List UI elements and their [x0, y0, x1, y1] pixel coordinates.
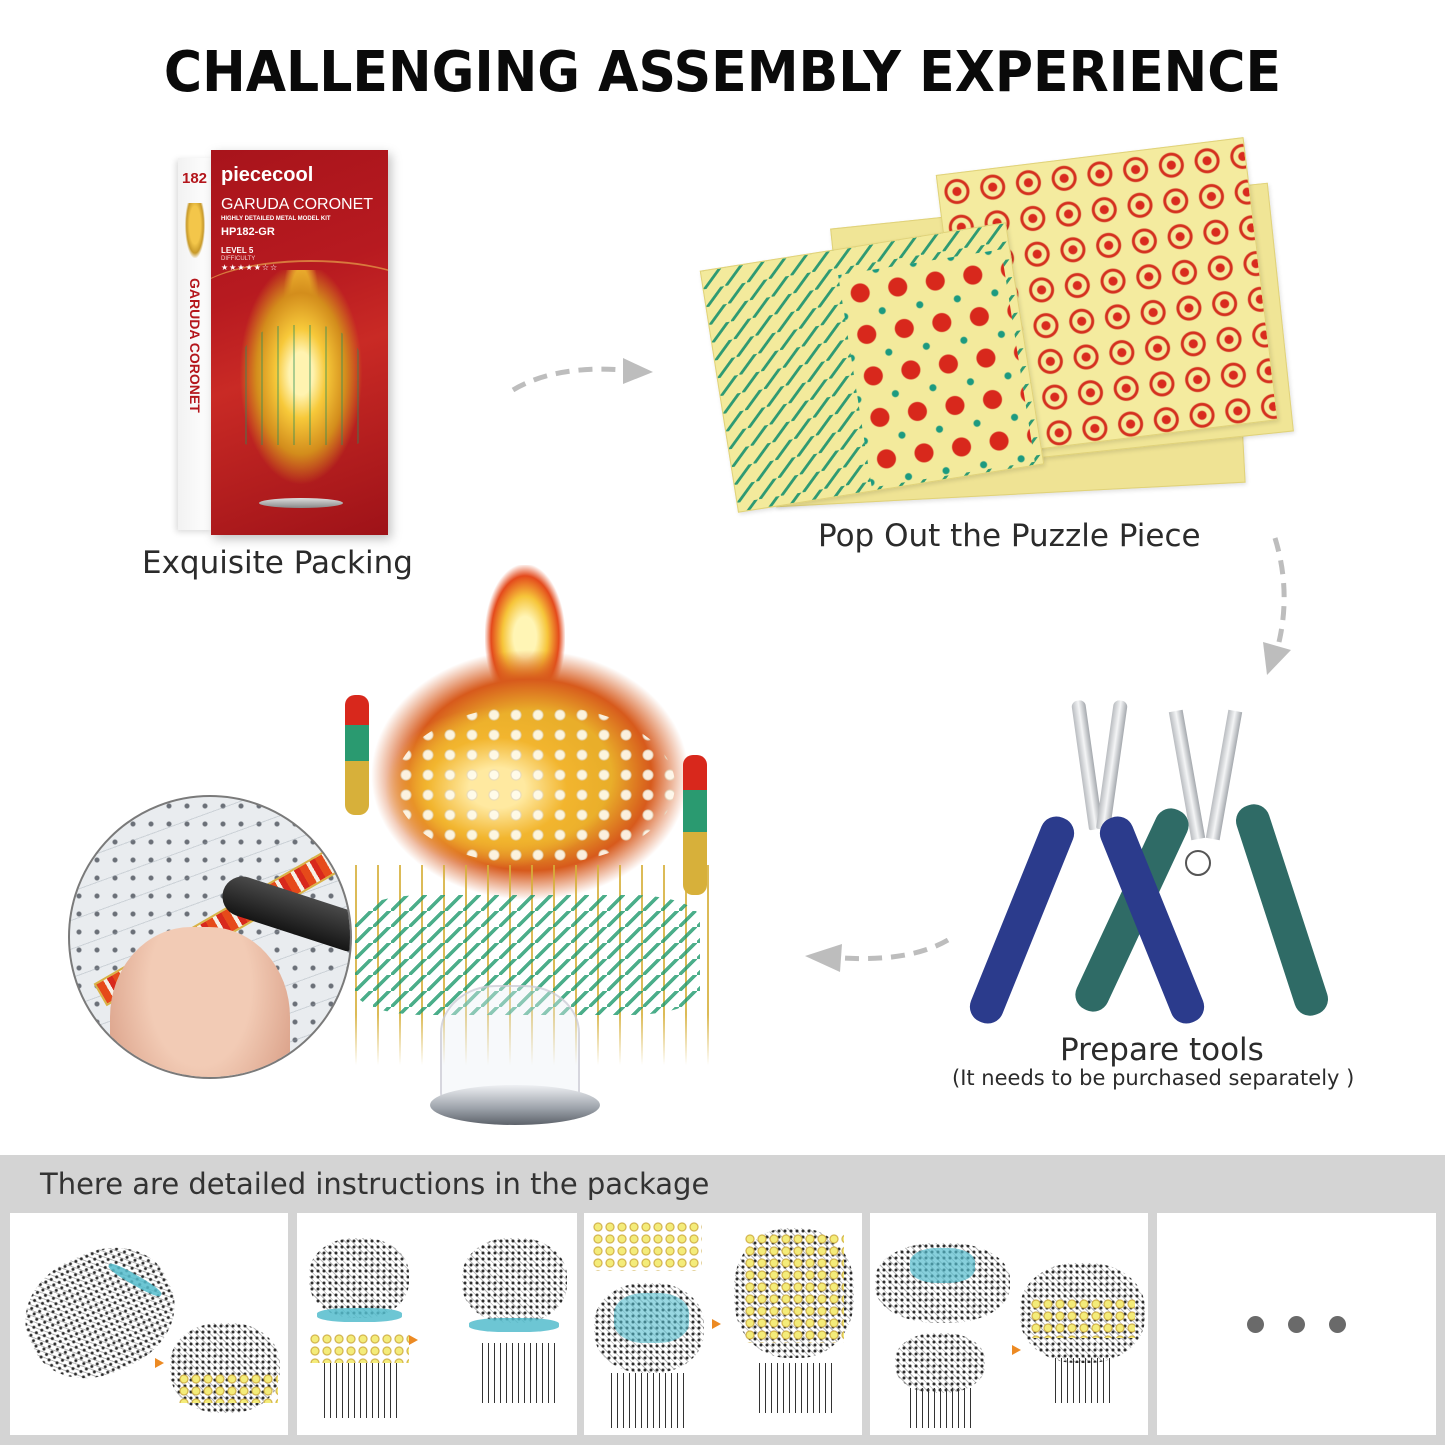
step-arrow-icon: [409, 1335, 418, 1345]
caption-exquisite-packing: Exquisite Packing: [142, 545, 413, 581]
ellipsis-icon: [1157, 1213, 1436, 1435]
diagram-fringe: [905, 1388, 975, 1428]
instructions-section: There are detailed instructions in the p…: [0, 1155, 1445, 1445]
spine-title-text: GARUDA CORONET: [187, 278, 203, 413]
step-arrow-icon: [712, 1319, 721, 1329]
green-cutter-handle: [1231, 800, 1333, 1020]
cutter-spring: [1185, 850, 1211, 876]
instruction-panel-2: [297, 1213, 577, 1435]
diagram-fringe: [477, 1343, 557, 1403]
box-product-name: GARUDA CORONET: [221, 196, 374, 213]
box-model-stand: [259, 498, 343, 508]
product-box-image: 182 GARUDA CORONET piececool GARUDA CORO…: [178, 150, 388, 535]
instruction-panel-3: [584, 1213, 862, 1435]
diagram-pearls: [1030, 1298, 1135, 1338]
instructions-heading: There are detailed instructions in the p…: [40, 1167, 710, 1201]
instruction-panel-more: [1157, 1213, 1436, 1435]
spine-model-thumbnail: [185, 203, 205, 258]
diagram-part-assembled: [462, 1238, 567, 1323]
box-subtitle: HIGHLY DETAILED METAL MODEL KIT: [221, 216, 331, 222]
diagram-highlight: [614, 1293, 689, 1343]
caption-tools-note: (It needs to be purchased separately ): [952, 1066, 1355, 1090]
spine-number: 182: [182, 170, 208, 187]
model-pearls: [395, 705, 675, 865]
instruction-panel-4: [870, 1213, 1148, 1435]
step-arrow-icon: [1012, 1345, 1021, 1355]
dashed-arrow-left-icon: [800, 930, 955, 975]
plier-jaw: [1096, 699, 1128, 831]
diagram-fringe: [1050, 1358, 1110, 1403]
inset-hand: [110, 927, 290, 1077]
box-difficulty-label: DIFFICULTY: [221, 256, 256, 262]
diagram-pearls: [744, 1233, 844, 1343]
metal-sheets-image: [699, 135, 1294, 513]
assembly-closeup-inset: [68, 795, 352, 1079]
blue-plier-handle: [965, 811, 1079, 1029]
dashed-arrow-down-icon: [1255, 530, 1305, 680]
box-front: piececool GARUDA CORONET HIGHLY DETAILED…: [211, 150, 388, 535]
caption-prepare-tools: Prepare tools: [1060, 1032, 1264, 1068]
model-mirror-base: [430, 1085, 600, 1125]
diagram-pearls: [592, 1221, 702, 1271]
diagram-part: [10, 1226, 194, 1400]
diagram-fringe: [606, 1373, 686, 1428]
box-level: LEVEL 5: [221, 246, 254, 255]
dot-icon: [1288, 1315, 1305, 1333]
instruction-panel-1: [10, 1213, 288, 1435]
caption-pop-out: Pop Out the Puzzle Piece: [818, 518, 1201, 554]
dot-icon: [1247, 1315, 1264, 1333]
diagram-pearls: [309, 1333, 409, 1363]
box-model-illustration: [231, 270, 371, 500]
diagram-part: [309, 1238, 409, 1318]
dashed-arrow-right-icon: [505, 350, 665, 400]
diagram-fringe: [754, 1363, 834, 1413]
diagram-fringe: [319, 1363, 399, 1418]
page-title: CHALLENGING ASSEMBLY EXPERIENCE: [163, 40, 1282, 105]
diagram-pearls: [178, 1373, 278, 1403]
diagram-highlight: [910, 1248, 975, 1283]
box-wave-decoration: [211, 260, 388, 340]
diagram-highlight: [317, 1308, 402, 1322]
brand-logo: piececool: [221, 164, 314, 186]
box-product-code: HP182-GR: [221, 226, 275, 238]
metal-sheet-leaves: [699, 222, 1045, 513]
box-model-tassels: [237, 325, 365, 445]
metal-sheet-red-ornaments: [838, 249, 1035, 488]
box-spine: 182 GARUDA CORONET: [178, 158, 212, 530]
dot-icon: [1329, 1315, 1346, 1333]
pliers-tools-image: [965, 699, 1333, 1040]
difficulty-stars-icon: ★★★★★☆☆: [221, 263, 279, 272]
diagram-part: [895, 1333, 985, 1393]
assembled-model-image: [345, 565, 710, 1135]
diagram-highlight: [469, 1318, 559, 1332]
step-arrow-icon: [155, 1358, 164, 1368]
model-left-pendant: [345, 695, 369, 815]
